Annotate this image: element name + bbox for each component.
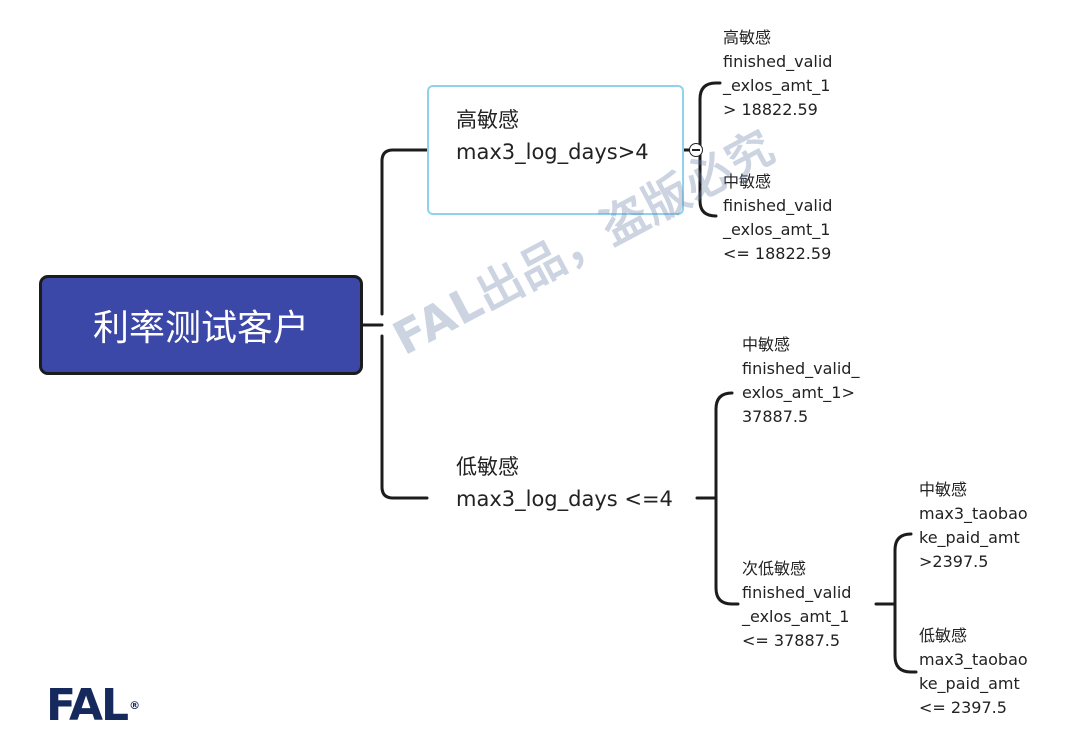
- branch-title-high: 高敏感: [456, 108, 519, 132]
- root-label: 利率测试客户: [92, 308, 309, 349]
- registered-mark: ®: [129, 699, 141, 712]
- leaf-secondary-low[interactable]: 低敏感 max3_taobao ke_paid_amt <= 2397.5: [919, 626, 1028, 717]
- branch-node-high-sensitivity[interactable]: [427, 85, 684, 215]
- subbranch-child-bracket: [893, 532, 918, 674]
- subbranch-low-secondary[interactable]: 次低敏感 finished_valid _exlos_amt_1 <= 3788…: [742, 559, 852, 650]
- branch2-child-bracket: [714, 391, 740, 606]
- leaf-secondary-mid[interactable]: 中敏感 max3_taobao ke_paid_amt >2397.5: [919, 480, 1028, 571]
- branch-connector-bottom: [380, 334, 429, 500]
- branch-rule-low[interactable]: max3_log_days <=4: [456, 487, 673, 511]
- leaf-low-mid[interactable]: 中敏感 finished_valid_ exlos_amt_1> 37887.5: [742, 335, 860, 426]
- logo-text: FAL: [46, 680, 129, 731]
- leaf-high-mid[interactable]: 中敏感 finished_valid _exlos_amt_1 <= 18822…: [723, 172, 833, 263]
- collapse-toggle-icon[interactable]: [689, 143, 703, 157]
- leaf-high-high[interactable]: 高敏感 finished_valid _exlos_amt_1 > 18822.…: [723, 28, 833, 119]
- branch-rule-high: max3_log_days>4: [456, 140, 649, 164]
- root-node[interactable]: 利率测试客户: [39, 275, 363, 375]
- branch-title-low[interactable]: 低敏感: [456, 455, 519, 479]
- branch-connector-top: [380, 148, 395, 316]
- fal-logo: FAL®: [46, 684, 140, 728]
